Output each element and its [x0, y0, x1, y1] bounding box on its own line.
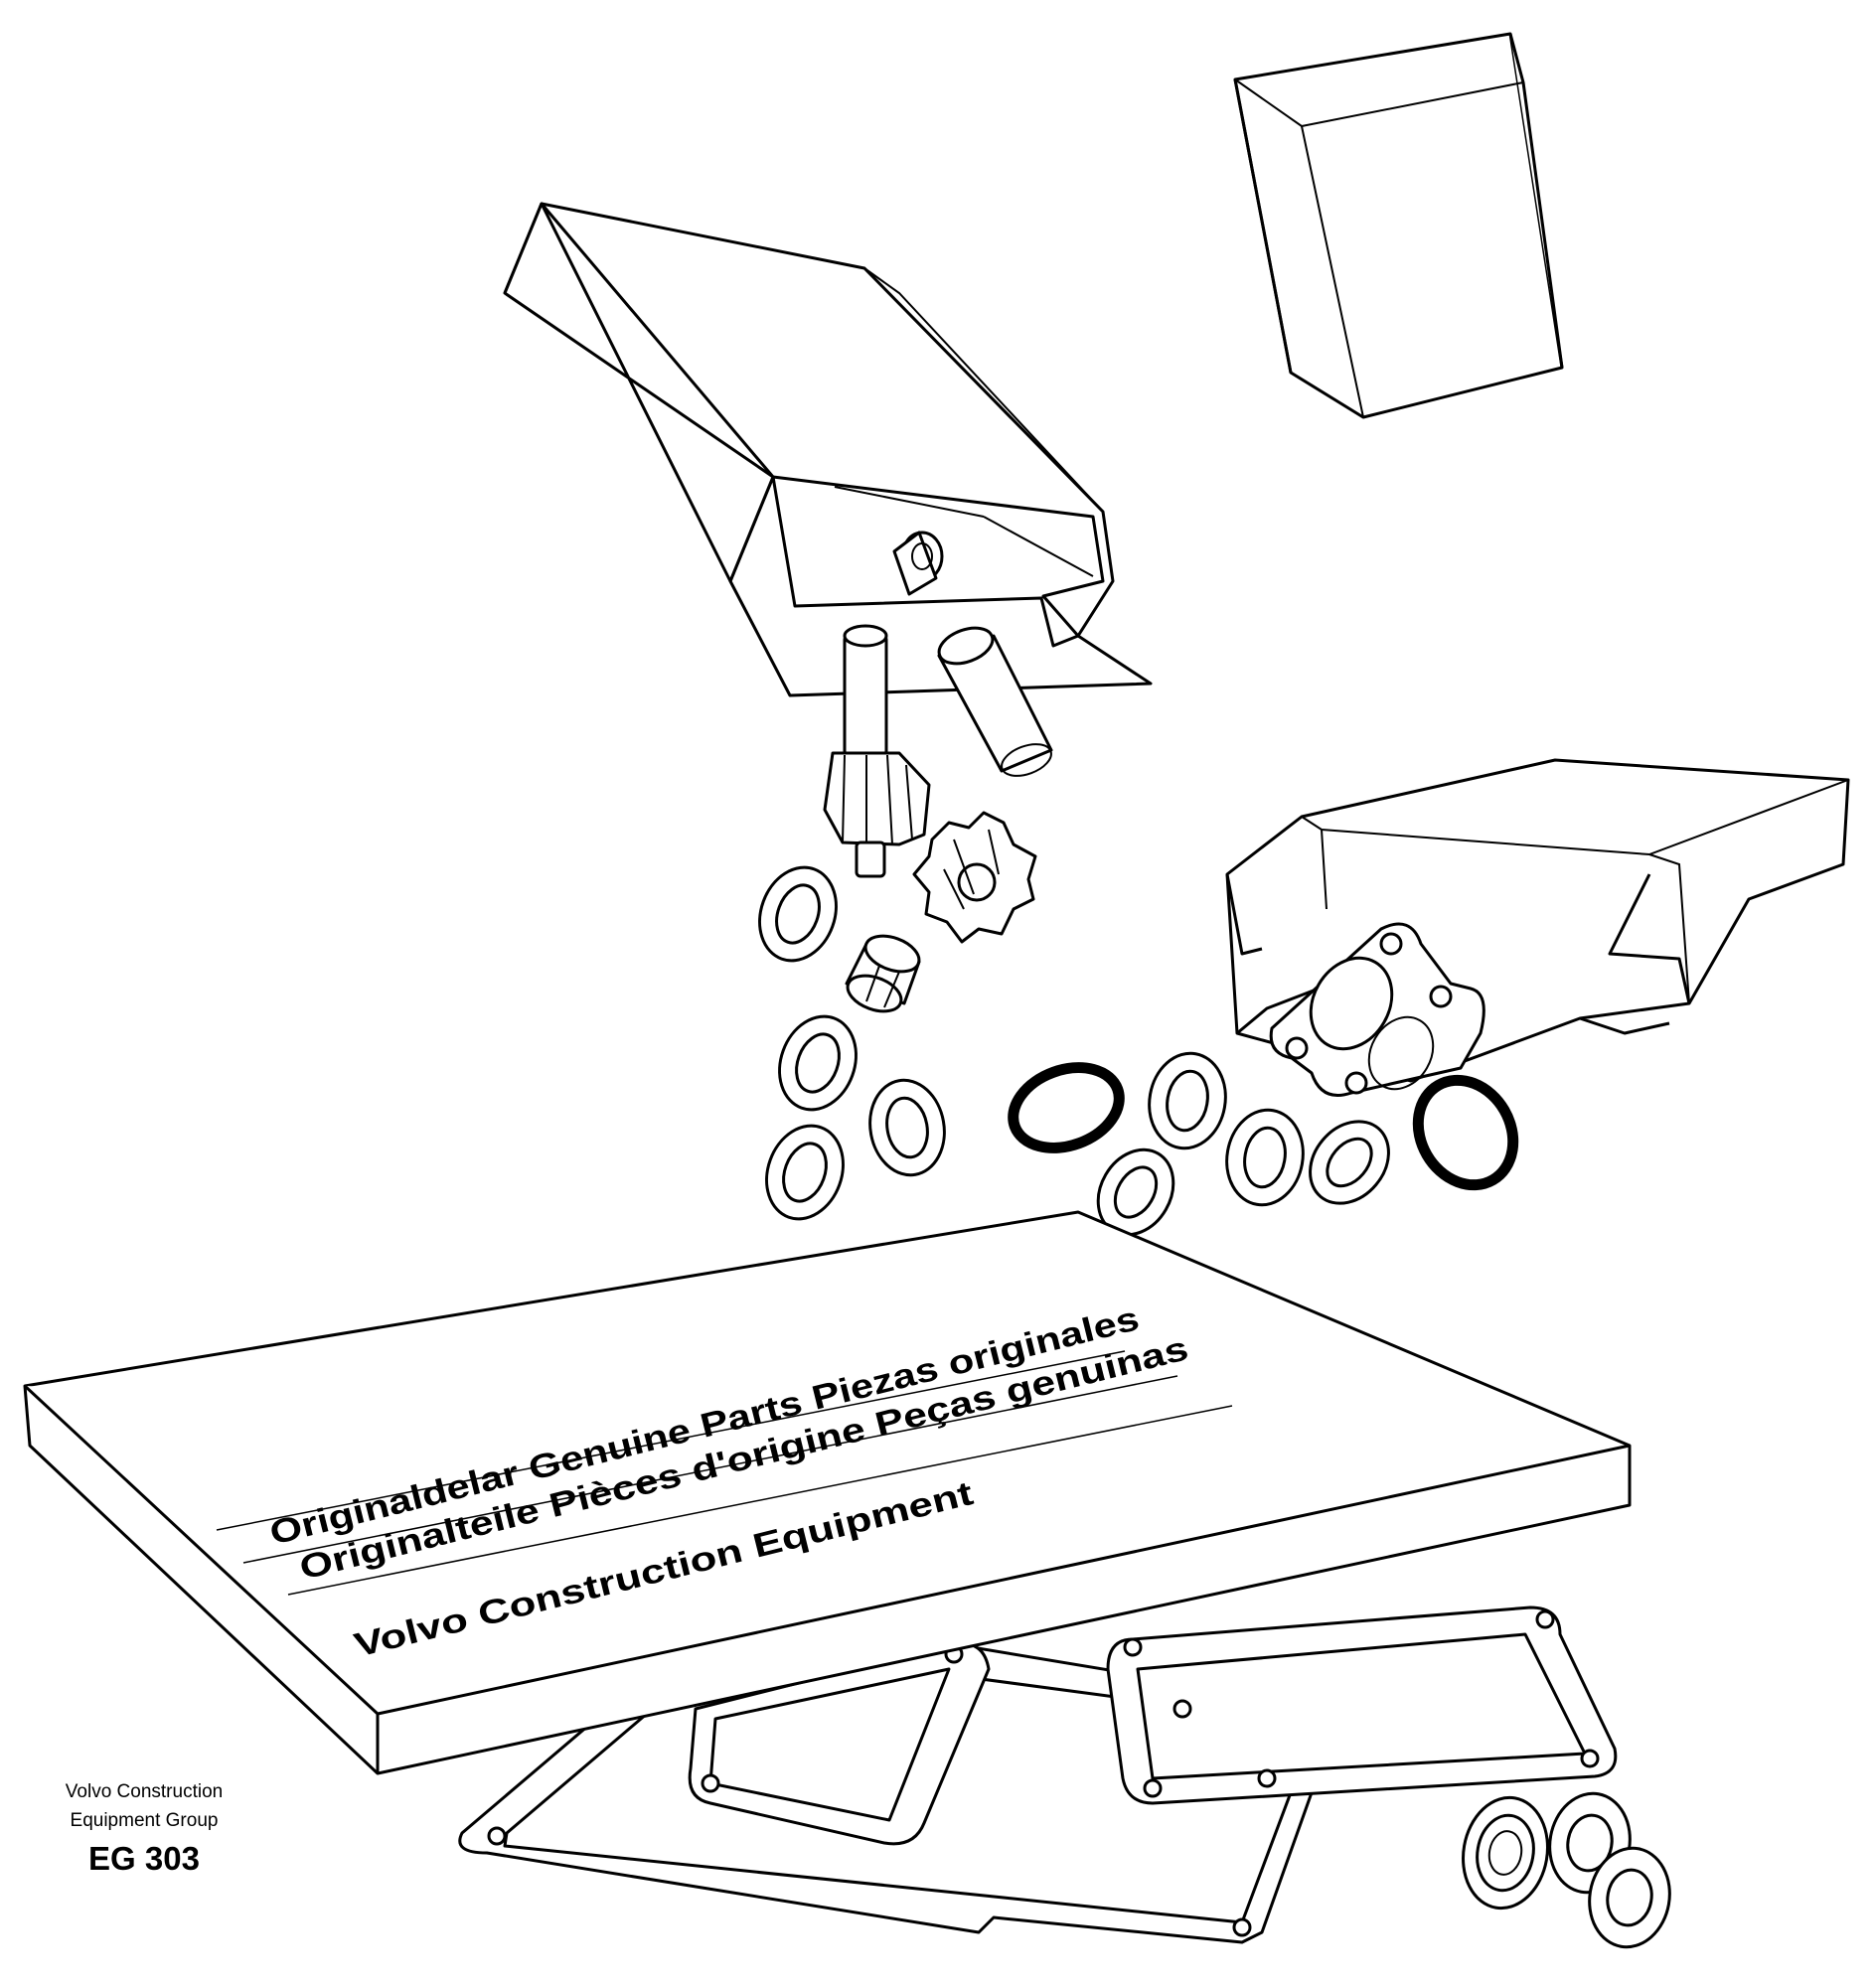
- gear-shaft: [823, 624, 931, 878]
- washers-left: [758, 865, 946, 1221]
- bushing: [845, 934, 921, 1013]
- washers-right: [1008, 1051, 1519, 1237]
- open-box-upper: [503, 202, 1153, 697]
- caption-drawing-code: EG 303: [88, 1840, 200, 1877]
- flange-gasket: [1269, 922, 1485, 1097]
- gaskets: [458, 1606, 1618, 1944]
- caption-company-line2: Equipment Group: [70, 1810, 219, 1831]
- gear-wheel: [912, 811, 1037, 944]
- caption-company-line1: Volvo Construction: [65, 1781, 224, 1802]
- pin: [937, 626, 1053, 777]
- printed-box: Originaldelar Genuine Parts Piezas origi…: [23, 1210, 1632, 1775]
- bearings: [1462, 1791, 1671, 1949]
- closed-box: [1233, 32, 1564, 419]
